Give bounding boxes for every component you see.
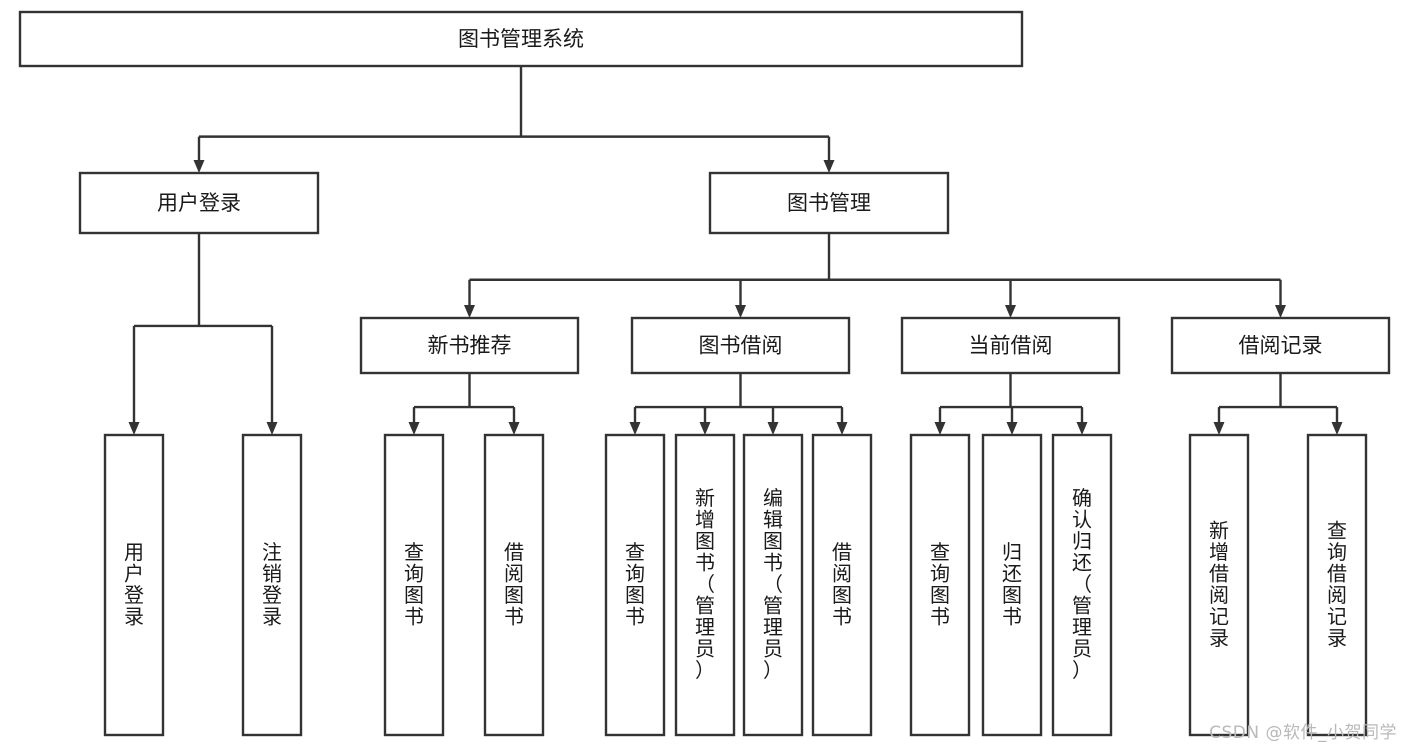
node-box-leaf-query-book-1 xyxy=(383,433,445,737)
node-box-root xyxy=(18,10,1024,68)
node-leaf-borrow-book-2[interactable]: 借阅图书 xyxy=(811,433,873,737)
node-box-leaf-edit-book xyxy=(742,433,804,737)
node-label-new-book-recommend: 新书推荐 xyxy=(428,334,512,358)
node-box-leaf-confirm-return xyxy=(1051,433,1113,737)
node-leaf-query-record[interactable]: 查询借阅记录 xyxy=(1306,433,1368,737)
arrow-head-book-manage xyxy=(823,160,835,173)
arrow-head-leaf-query-book-3 xyxy=(934,422,946,435)
node-user-login[interactable]: 用户登录 xyxy=(78,171,320,235)
node-box-leaf-add-record xyxy=(1188,433,1250,737)
node-label-leaf-logout: 注销登录 xyxy=(262,539,282,628)
node-label-leaf-return-book: 归还图书 xyxy=(1002,539,1022,628)
node-box-leaf-logout xyxy=(241,433,303,737)
node-box-user-login xyxy=(78,171,320,235)
node-label-leaf-borrow-book-2: 借阅图书 xyxy=(832,539,852,628)
connector-layer xyxy=(128,66,1343,435)
node-leaf-query-book-1[interactable]: 查询图书 xyxy=(383,433,445,737)
node-box-borrow-record xyxy=(1170,316,1391,375)
node-box-leaf-query-book-3 xyxy=(909,433,971,737)
node-leaf-query-book-2[interactable]: 查询图书 xyxy=(604,433,666,737)
arrow-head-leaf-return-book xyxy=(1006,422,1018,435)
node-leaf-add-book[interactable]: 新增图书（管理员） xyxy=(674,433,736,737)
node-box-leaf-borrow-book-2 xyxy=(811,433,873,737)
node-current-borrow[interactable]: 当前借阅 xyxy=(900,316,1121,375)
node-label-current-borrow: 当前借阅 xyxy=(969,334,1053,358)
node-leaf-add-record[interactable]: 新增借阅记录 xyxy=(1188,433,1250,737)
arrow-head-leaf-borrow-book-1 xyxy=(508,422,520,435)
node-label-leaf-borrow-book-1: 借阅图书 xyxy=(504,539,524,628)
node-label-leaf-query-book-3: 查询图书 xyxy=(930,539,950,628)
node-label-leaf-add-record: 新增借阅记录 xyxy=(1209,518,1229,650)
node-label-user-login: 用户登录 xyxy=(157,191,241,215)
node-root[interactable]: 图书管理系统 xyxy=(18,10,1024,68)
arrow-head-leaf-query-record xyxy=(1331,422,1343,435)
node-box-leaf-user-login xyxy=(103,433,165,737)
node-label-borrow-record: 借阅记录 xyxy=(1239,334,1323,358)
node-box-leaf-query-book-2 xyxy=(604,433,666,737)
node-leaf-confirm-return[interactable]: 确认归还（管理员） xyxy=(1051,433,1113,737)
arrow-head-leaf-add-record xyxy=(1213,422,1225,435)
node-box-leaf-return-book xyxy=(981,433,1043,737)
node-layer: 图书管理系统用户登录图书管理新书推荐图书借阅当前借阅借阅记录用户登录注销登录查询… xyxy=(18,10,1391,737)
node-label-leaf-query-book-1: 查询图书 xyxy=(404,539,424,628)
arrow-head-book-borrow xyxy=(735,305,746,318)
node-leaf-user-login[interactable]: 用户登录 xyxy=(103,433,165,737)
node-label-leaf-add-book: 新增图书（管理员） xyxy=(695,486,715,682)
arrow-head-leaf-edit-book xyxy=(767,422,779,435)
node-new-book-recommend[interactable]: 新书推荐 xyxy=(359,316,580,375)
node-leaf-edit-book[interactable]: 编辑图书（管理员） xyxy=(742,433,804,737)
arrow-head-current-borrow xyxy=(1005,305,1016,318)
node-borrow-record[interactable]: 借阅记录 xyxy=(1170,316,1391,375)
node-box-book-manage xyxy=(708,171,950,235)
node-leaf-return-book[interactable]: 归还图书 xyxy=(981,433,1043,737)
arrow-head-leaf-query-book-2 xyxy=(629,422,641,435)
node-box-book-borrow xyxy=(630,316,851,375)
node-box-leaf-add-book xyxy=(674,433,736,737)
arrow-head-user-login xyxy=(193,160,205,173)
node-box-current-borrow xyxy=(900,316,1121,375)
arrow-head-leaf-add-book xyxy=(699,422,711,435)
node-label-book-manage: 图书管理 xyxy=(787,191,871,215)
node-box-leaf-query-record xyxy=(1306,433,1368,737)
node-label-leaf-edit-book: 编辑图书（管理员） xyxy=(763,486,783,682)
arrow-head-borrow-record xyxy=(1275,305,1286,318)
node-label-leaf-query-record: 查询借阅记录 xyxy=(1327,518,1347,650)
arrow-head-leaf-user-login xyxy=(128,422,140,435)
node-label-leaf-query-book-2: 查询图书 xyxy=(625,539,645,628)
node-label-leaf-user-login: 用户登录 xyxy=(124,539,144,628)
node-label-book-borrow: 图书借阅 xyxy=(699,334,783,358)
node-box-leaf-borrow-book-1 xyxy=(483,433,545,737)
node-book-manage[interactable]: 图书管理 xyxy=(708,171,950,235)
node-label-leaf-confirm-return: 确认归还（管理员） xyxy=(1072,486,1092,682)
arrow-head-leaf-confirm-return xyxy=(1076,422,1088,435)
csdn-watermark: CSDN @软件_小贺同学 xyxy=(1209,723,1397,743)
node-leaf-logout[interactable]: 注销登录 xyxy=(241,433,303,737)
arrow-head-leaf-borrow-book-2 xyxy=(836,422,848,435)
node-box-new-book-recommend xyxy=(359,316,580,375)
arrow-head-new-book-recommend xyxy=(464,305,475,318)
node-label-root: 图书管理系统 xyxy=(458,27,584,51)
node-leaf-borrow-book-1[interactable]: 借阅图书 xyxy=(483,433,545,737)
node-book-borrow[interactable]: 图书借阅 xyxy=(630,316,851,375)
arrow-head-leaf-query-book-1 xyxy=(408,422,420,435)
arrow-head-leaf-logout xyxy=(266,422,278,435)
node-leaf-query-book-3[interactable]: 查询图书 xyxy=(909,433,971,737)
